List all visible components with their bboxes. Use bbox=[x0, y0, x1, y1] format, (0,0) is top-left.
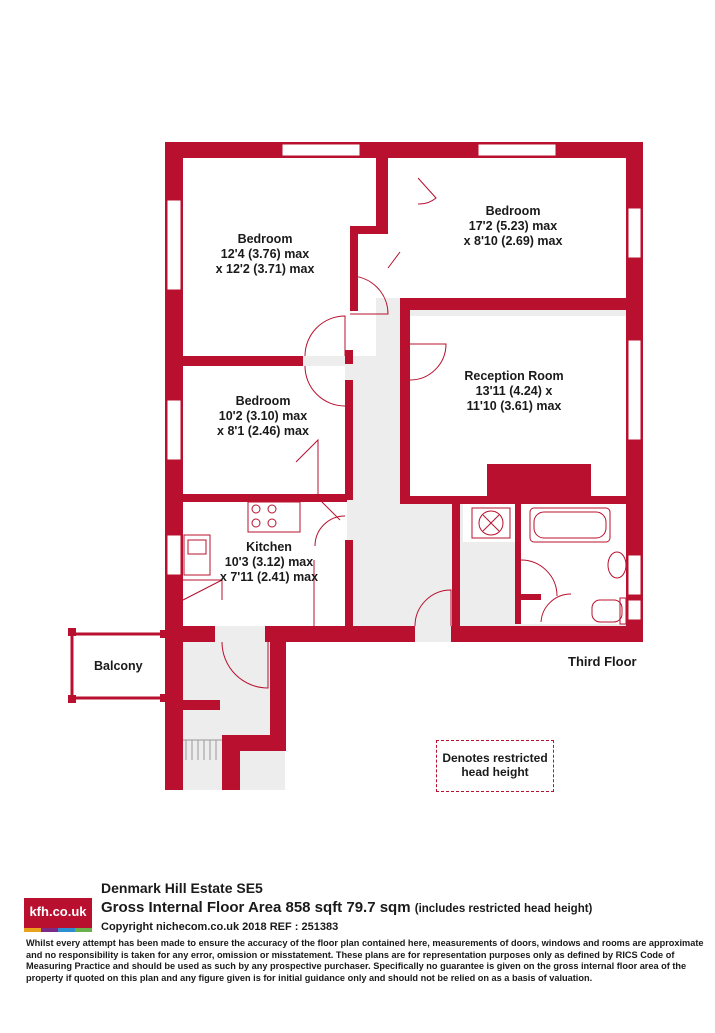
bathroom-fittings bbox=[471, 507, 627, 625]
windows bbox=[166, 143, 642, 621]
logo-bar-blue bbox=[58, 928, 75, 932]
bedroom2-dim1: 17'2 (5.23) max bbox=[468, 219, 558, 233]
kitchen-name: Kitchen bbox=[246, 540, 292, 554]
balcony-post-right-bottom bbox=[160, 694, 166, 702]
bedroom3-name: Bedroom bbox=[235, 394, 291, 408]
restricted-line1: Denotes restricted bbox=[442, 751, 548, 765]
logo-text: kfh.co.uk bbox=[29, 904, 87, 919]
gia-main: Gross Internal Floor Area 858 sqft 79.7 … bbox=[101, 899, 411, 916]
reception-dim2: 11'10 (3.61) max bbox=[466, 399, 562, 413]
kitchen-fittings bbox=[183, 501, 315, 626]
floor-plan bbox=[68, 142, 643, 790]
kitchen-dim2: x 7'11 (2.41) max bbox=[219, 570, 319, 584]
doors bbox=[182, 177, 572, 689]
property-address: Denmark Hill Estate SE5 bbox=[101, 880, 263, 896]
gia-note: (includes restricted head height) bbox=[414, 903, 593, 915]
reception-name: Reception Room bbox=[464, 369, 564, 383]
restricted-line2: head height bbox=[461, 765, 529, 779]
logo-bar-purple bbox=[41, 928, 58, 932]
balcony-post-bottom bbox=[68, 695, 76, 703]
bedroom3-dim2: x 8'1 (2.46) max bbox=[217, 424, 309, 438]
bedroom2-floor bbox=[358, 158, 626, 298]
balcony-post-top bbox=[68, 628, 76, 636]
bedroom2-label: Bedroom 17'2 (5.23) max x 8'10 (2.69) ma… bbox=[448, 204, 578, 249]
restricted-height-key: Denotes restricted head height bbox=[436, 740, 554, 792]
reception-dim1: 13'11 (4.24) x bbox=[475, 384, 553, 398]
stairs bbox=[183, 739, 222, 760]
kitchen-label: Kitchen 10'3 (3.12) max x 7'11 (2.41) ma… bbox=[206, 540, 332, 585]
bedroom3-dim1: 10'2 (3.10) max bbox=[218, 409, 308, 423]
logo-bar-orange bbox=[24, 928, 41, 932]
reception-label: Reception Room 13'11 (4.24) x 11'10 (3.6… bbox=[446, 369, 582, 414]
balcony-floor bbox=[72, 634, 164, 698]
logo-bar-green bbox=[75, 928, 92, 932]
bedroom1-label: Bedroom 12'4 (3.76) max x 12'2 (3.71) ma… bbox=[200, 232, 330, 277]
bedroom3-label: Bedroom 10'2 (3.10) max x 8'1 (2.46) max bbox=[198, 394, 328, 439]
balcony-post-right-top bbox=[160, 630, 166, 638]
bedroom2-name: Bedroom bbox=[485, 204, 541, 218]
restricted-height-text: Denotes restricted head height bbox=[437, 751, 553, 779]
floor-label: Third Floor bbox=[568, 654, 637, 669]
balcony-outline bbox=[70, 632, 164, 700]
disclaimer: Whilst every attempt has been made to en… bbox=[26, 938, 704, 983]
bedroom1-name: Bedroom bbox=[237, 232, 293, 246]
bedroom1-dim1: 12'4 (3.76) max bbox=[220, 247, 310, 261]
copyright: Copyright nichecom.co.uk 2018 REF : 2513… bbox=[101, 921, 339, 933]
gross-internal-area: Gross Internal Floor Area 858 sqft 79.7 … bbox=[101, 899, 592, 916]
balcony-label: Balcony bbox=[94, 659, 143, 673]
kitchen-dim1: 10'3 (3.12) max bbox=[224, 555, 314, 569]
bedroom2-dim2: x 8'10 (2.69) max bbox=[463, 234, 563, 248]
bedroom1-dim2: x 12'2 (3.71) max bbox=[215, 262, 315, 276]
kfh-logo: kfh.co.uk bbox=[24, 898, 92, 932]
bedroom1-floor bbox=[183, 158, 376, 356]
